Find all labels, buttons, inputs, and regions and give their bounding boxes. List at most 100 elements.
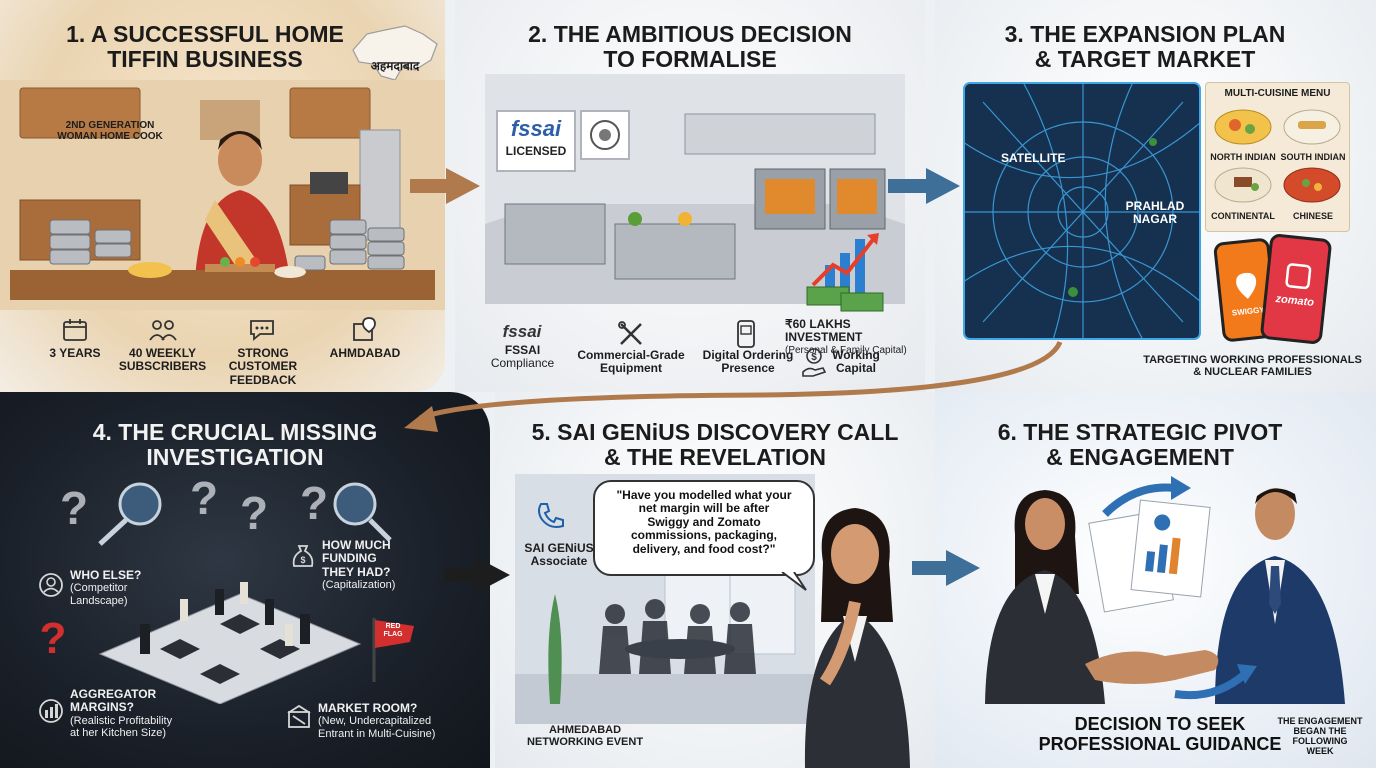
chessboard-scene: ????	[60, 474, 392, 704]
red-flag-label: RED FLAG	[383, 623, 403, 638]
stat-subscribers: 40 WEEKLY SUBSCRIBERS	[115, 346, 210, 374]
svg-text:?: ?	[240, 487, 268, 539]
panel-formalise: 2. THE AMBITIOUS DECISION TO FORMALISE f…	[455, 0, 925, 392]
person-circle-icon	[39, 573, 63, 597]
q3-line1: AGGREGATOR	[70, 687, 157, 701]
item-digital-ordering: Digital Ordering Presence	[693, 348, 803, 376]
gujarat-map-icon	[352, 25, 438, 81]
menu-card	[1205, 82, 1350, 232]
panel-strategic-pivot: 6. THE STRATEGIC PIVOT & ENGAGEMENT DECI…	[935, 392, 1376, 768]
panel2-title-line1: 2. THE AMBITIOUS DECISION	[528, 21, 852, 47]
associate-label: SAI GENiUS Associate	[509, 541, 609, 569]
panel3-title-line2: & TARGET MARKET	[1034, 45, 1256, 72]
panel6-title: 6. THE STRATEGIC PIVOT & ENGAGEMENT	[975, 420, 1305, 470]
red-flag-icon	[372, 618, 414, 682]
engage-line3: FOLLOWING	[1292, 736, 1348, 747]
stat-city: AHMDABAD	[320, 346, 410, 360]
people-icon	[149, 320, 177, 341]
panel3-title: 3. THE EXPANSION PLAN & TARGET MARKET	[975, 22, 1315, 72]
stat-feedback: STRONG CUSTOMER FEEDBACK	[203, 346, 323, 387]
associate-line2: Associate	[530, 554, 588, 569]
q3-line4: at her Kitchen Size)	[70, 727, 166, 740]
chat-icon	[250, 320, 274, 341]
fssai-sign-logo: fssai	[510, 116, 562, 141]
question-aggregator-margins: AGGREGATOR MARGINS? (Realistic Profitabi…	[70, 687, 220, 740]
panel5-title-line2: & THE REVELATION	[604, 443, 826, 470]
item-working-line2: Capital	[835, 361, 876, 376]
item-working-line1: Working	[832, 348, 880, 362]
zomato-phone: zomato	[1259, 233, 1333, 345]
question-funding: HOW MUCH FUNDING THEY HAD? (Capitalizati…	[322, 538, 442, 592]
panel-home-tiffin: 1. A SUCCESSFUL HOME TIFFIN BUSINESS अहम…	[0, 0, 445, 392]
item-fssai-line1: FSSAI	[504, 343, 541, 357]
event-line1: AHMEDABAD	[548, 724, 622, 736]
panel1-title: 1. A SUCCESSFUL HOME TIFFIN BUSINESS	[40, 22, 370, 72]
event-label: AHMEDABAD NETWORKING EVENT	[515, 724, 655, 749]
swiggy-logo-icon	[1236, 272, 1257, 299]
quote-line4: commissions, packaging,	[630, 528, 778, 543]
target-market-label: TARGETING WORKING PROFESSIONALS & NUCLEA…	[1135, 354, 1370, 379]
margin-chart-icon	[39, 699, 63, 723]
map-pin-icon	[353, 317, 376, 341]
panel5-title: 5. SAI GENiUS DISCOVERY CALL & THE REVEL…	[505, 420, 925, 470]
government-emblem-icon	[580, 110, 630, 160]
q2-line2: FUNDING	[322, 551, 377, 566]
phone-order-icon	[737, 320, 755, 348]
panel4-title-line2: INVESTIGATION	[146, 443, 324, 470]
panel4-title-line1: 4. THE CRUCIAL MISSING	[92, 419, 378, 445]
q1-line1: WHO ELSE?	[70, 568, 142, 582]
svg-text:?: ?	[300, 477, 328, 529]
map-label-prahlad-nagar: PRAHLAD NAGAR	[1115, 199, 1195, 227]
q3-line3: (Realistic Profitability	[70, 714, 173, 727]
home-kitchen-illustration	[0, 80, 445, 310]
panel1-title-line1: 1. A SUCCESSFUL HOME	[66, 21, 344, 47]
cuisine-continental: CONTINENTAL	[1211, 211, 1275, 221]
phone-call-icon	[538, 503, 564, 528]
item-fssai-line2: Compliance	[490, 356, 555, 371]
q2-line4: (Capitalization)	[322, 579, 396, 592]
cuisine-south-indian: SOUTH INDIAN	[1280, 152, 1346, 162]
decision-line1: DECISION TO SEEK	[1074, 714, 1246, 734]
question-who-else: WHO ELSE? (Competitor Landscape)	[70, 568, 180, 607]
engage-line4: WEEK	[1306, 746, 1334, 757]
decision-label: DECISION TO SEEK PROFESSIONAL GUIDANCE	[1035, 714, 1285, 754]
fssai-licensed-sign: fssai LICENSED	[496, 110, 576, 172]
stat-subscribers-line1: 40 WEEKLY	[129, 346, 196, 360]
speech-bubble-tail-icon	[781, 572, 807, 591]
menu-title: MULTI-CUISINE MENU	[1224, 88, 1331, 99]
item-digital-line2: Presence	[721, 361, 775, 376]
investment-line1: ₹60 LAKHS INVESTMENT	[785, 317, 863, 345]
q4-line2: (New, Undercapitalized	[318, 715, 432, 728]
q2-line1: HOW MUCH	[322, 538, 391, 552]
item-fssai-compliance: FSSAI Compliance	[475, 343, 570, 371]
panel4-title: 4. THE CRUCIAL MISSING INVESTIGATION	[40, 420, 430, 470]
cook-label: 2ND GENERATION WOMAN HOME COOK	[40, 120, 180, 142]
woman-thinking-illustration	[804, 508, 910, 768]
money-bag-icon: $	[292, 545, 314, 567]
quote-line2: net margin will be after	[638, 501, 770, 516]
svg-text:?: ?	[190, 474, 218, 524]
panel6-title-line1: 6. THE STRATEGIC PIVOT	[997, 419, 1283, 445]
item-digital-line1: Digital Ordering	[702, 348, 794, 362]
swiggy-phone: SWIGGY	[1212, 237, 1280, 343]
item-equipment-line1: Commercial-Grade	[577, 348, 685, 362]
cook-label-line2: WOMAN HOME COOK	[57, 131, 163, 143]
svg-text:?: ?	[60, 482, 88, 534]
cuisine-chinese: CHINESE	[1292, 211, 1333, 221]
panel6-title-line2: & ENGAGEMENT	[1046, 443, 1234, 470]
quote-line3: Swiggy and Zomato	[647, 514, 761, 529]
cuisine-north-indian: NORTH INDIAN	[1210, 152, 1276, 162]
investment-label: ₹60 LAKHS INVESTMENT (Personal & Family …	[785, 317, 925, 356]
q3-line2: MARGINS?	[70, 700, 134, 715]
q1-line2: (Competitor	[70, 582, 128, 595]
item-working-capital: Working Capital	[823, 348, 889, 376]
map-label-ahmedabad: अहमदाबाद	[370, 59, 420, 73]
target-line1: TARGETING WORKING PROFESSIONALS	[1143, 354, 1362, 366]
cook-label-line1: 2ND GENERATION	[65, 120, 155, 131]
speech-bubble	[593, 480, 815, 576]
panel-investigation: 4. THE CRUCIAL MISSING INVESTIGATION ???…	[0, 392, 490, 768]
prahlad-line2: NAGAR	[1133, 212, 1177, 227]
engage-line1: THE ENGAGEMENT	[1277, 716, 1363, 726]
panel2-title-line2: TO FORMALISE	[603, 45, 777, 72]
red-question-icon: ?	[39, 614, 67, 663]
